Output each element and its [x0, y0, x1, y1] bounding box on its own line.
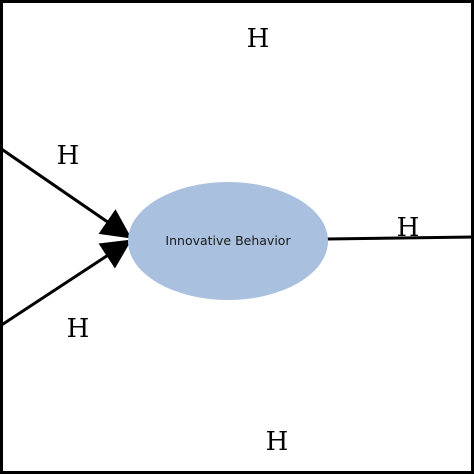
- right-outgoing-line: [326, 235, 474, 241]
- hypothesis-label-lower-left: H: [67, 314, 90, 344]
- upper-left-arrow: [0, 146, 132, 239]
- hypothesis-label-top: H: [247, 24, 270, 54]
- hypothesis-label-bottom: H: [266, 427, 289, 457]
- lower-left-arrow: [0, 239, 132, 328]
- hypothesis-label-upper-left: H: [57, 141, 80, 171]
- hypothesis-label-right: H: [397, 213, 420, 243]
- innovative-behavior-node: [128, 182, 328, 300]
- innovative-behavior-label: Innovative Behavior: [165, 233, 291, 248]
